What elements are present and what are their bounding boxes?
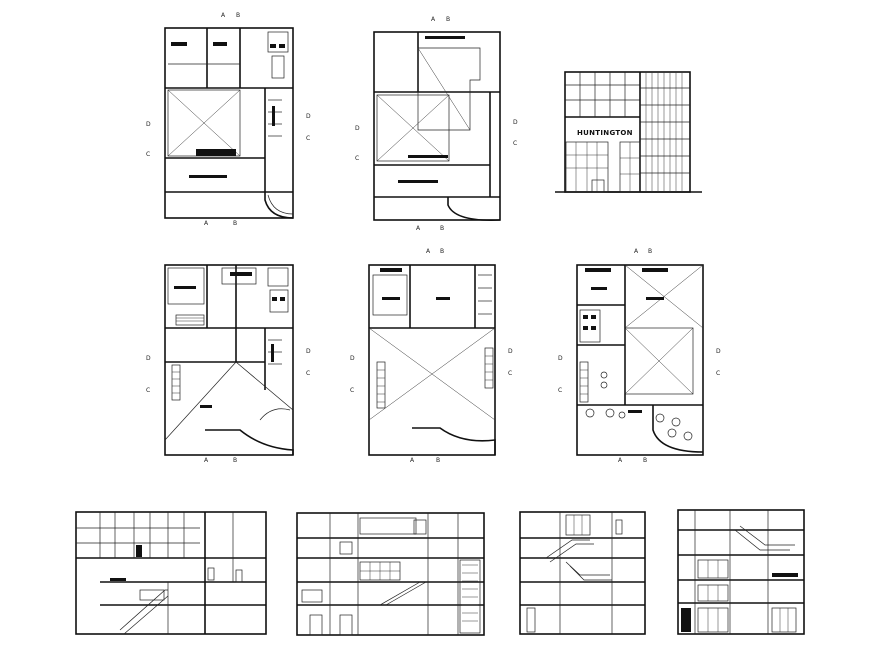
building-section-1 xyxy=(75,511,267,635)
marker-a: A xyxy=(618,457,623,464)
marker-c: C xyxy=(716,370,720,377)
marker-c: C xyxy=(558,387,562,394)
section-markers-plan-5: A B A B D C D C xyxy=(558,248,721,464)
marker-d: D xyxy=(146,121,151,128)
marker-d: D xyxy=(716,348,721,355)
front-elevation: HUNTINGTON xyxy=(555,71,702,193)
marker-c: C xyxy=(146,151,150,158)
marker-c: C xyxy=(350,387,354,394)
marker-c: C xyxy=(306,135,310,142)
marker-b: B xyxy=(440,225,444,232)
marker-b: B xyxy=(648,248,652,255)
marker-d: D xyxy=(350,355,355,362)
marker-b: B xyxy=(643,457,647,464)
marker-d: D xyxy=(306,113,311,120)
marker-a: A xyxy=(431,16,436,23)
marker-c: C xyxy=(306,370,310,377)
marker-d: D xyxy=(513,119,518,126)
marker-d: D xyxy=(558,355,563,362)
marker-a: A xyxy=(410,457,415,464)
floor-plan-2 xyxy=(373,31,501,222)
marker-a: A xyxy=(221,12,226,19)
marker-a: A xyxy=(416,225,421,232)
floor-plan-5 xyxy=(576,264,704,456)
marker-c: C xyxy=(508,370,512,377)
marker-b: B xyxy=(446,16,450,23)
building-name-sign: HUNTINGTON xyxy=(577,129,633,137)
building-section-3 xyxy=(519,511,646,635)
section-markers-plan-1: A B A B D C D C xyxy=(146,12,311,227)
section-markers-plan-2: A B A B D C D C xyxy=(355,16,518,232)
marker-c: C xyxy=(355,155,359,162)
section-markers-plan-3: A B D C D C xyxy=(146,348,311,464)
marker-d: D xyxy=(146,355,151,362)
floor-plan-1 xyxy=(164,27,294,219)
marker-b: B xyxy=(233,220,237,227)
floor-plan-3 xyxy=(164,264,294,456)
marker-d: D xyxy=(355,125,360,132)
marker-a: A xyxy=(204,220,209,227)
marker-a: A xyxy=(426,248,431,255)
marker-d: D xyxy=(508,348,513,355)
marker-b: B xyxy=(233,457,237,464)
building-section-2 xyxy=(296,512,485,636)
marker-c: C xyxy=(513,140,517,147)
section-markers-plan-4: A B A B D C D C xyxy=(350,248,513,464)
building-section-4 xyxy=(677,509,805,635)
marker-b: B xyxy=(436,457,440,464)
marker-b: B xyxy=(236,12,240,19)
marker-c: C xyxy=(146,387,150,394)
floor-plan-4 xyxy=(368,264,496,456)
marker-a: A xyxy=(634,248,639,255)
marker-a: A xyxy=(204,457,209,464)
marker-b: B xyxy=(440,248,444,255)
marker-d: D xyxy=(306,348,311,355)
